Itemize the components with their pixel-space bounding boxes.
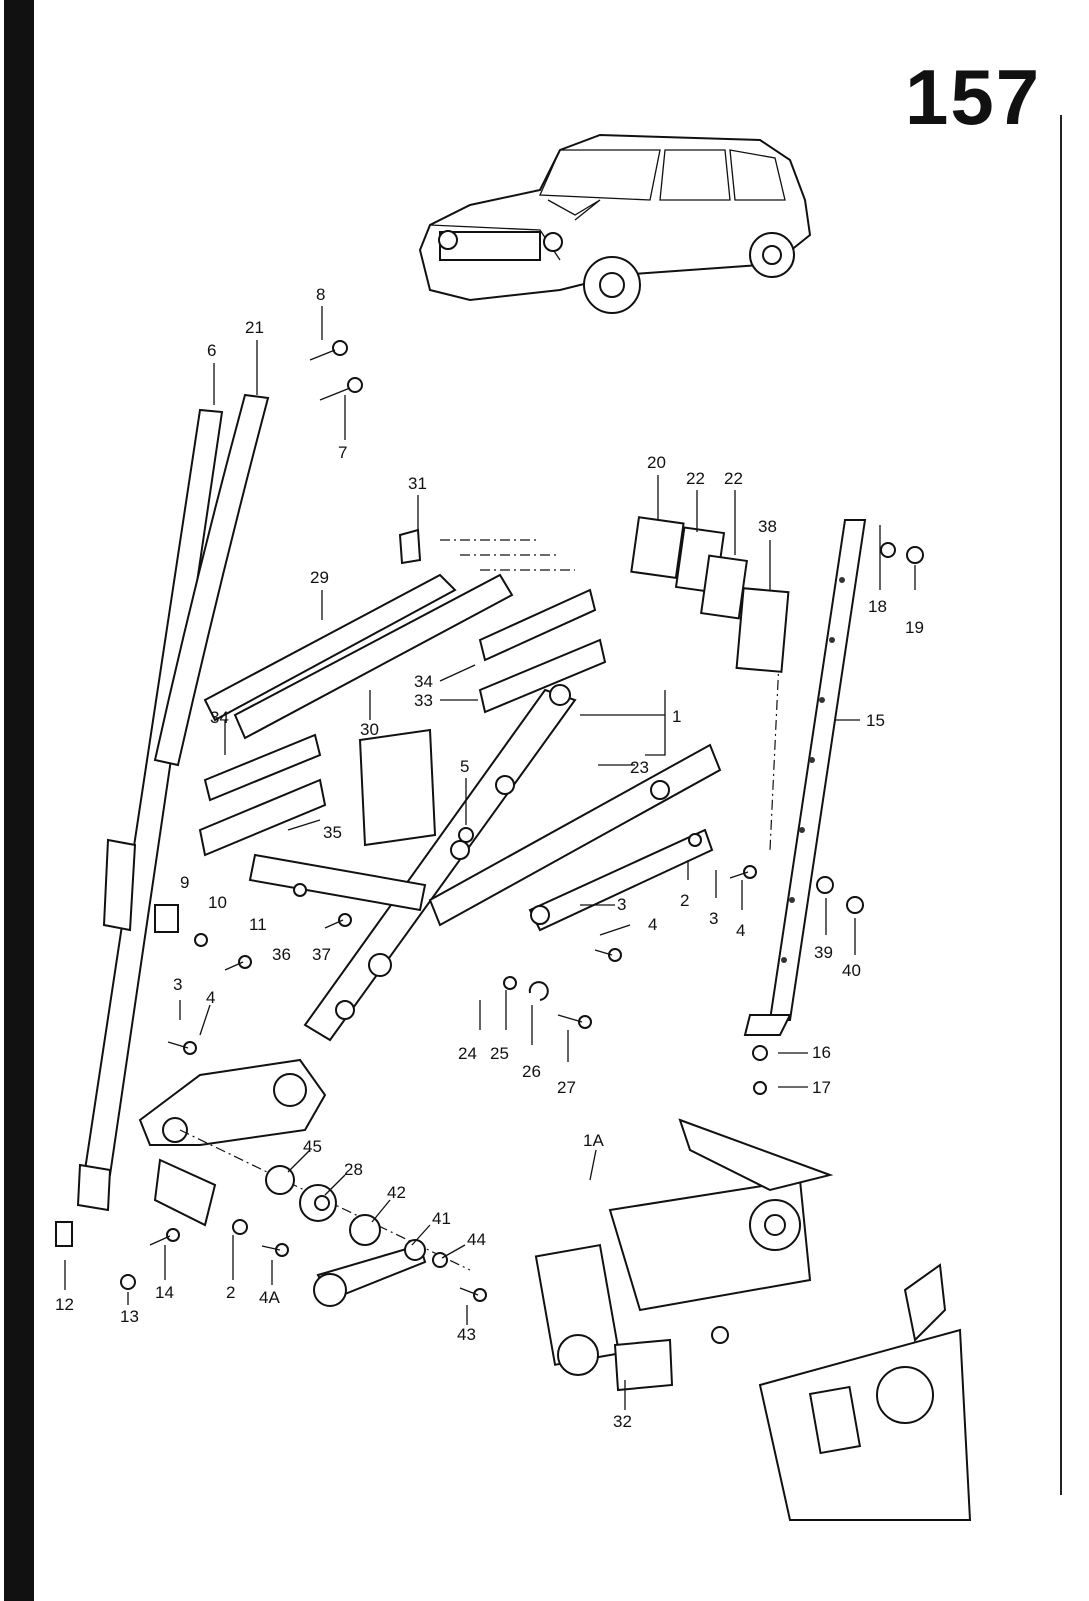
callout: 12: [55, 1295, 74, 1314]
callout: 10: [208, 893, 227, 912]
callout: 20: [647, 453, 666, 472]
callout: 26: [522, 1062, 541, 1081]
callout: 21: [245, 318, 264, 337]
callout: 3: [617, 895, 626, 914]
callout: 4: [736, 921, 745, 940]
callout: 3: [709, 909, 718, 928]
regulator-arm: [303, 684, 577, 1042]
callout: 15: [866, 711, 885, 730]
callout: 41: [432, 1209, 451, 1228]
callout: 19: [905, 618, 924, 637]
callout: 4A: [259, 1288, 280, 1307]
callout: 4: [648, 915, 657, 934]
callout: 44: [467, 1230, 486, 1249]
callout: 34: [210, 708, 229, 727]
callout: 7: [338, 443, 347, 462]
callout: 2: [680, 891, 689, 910]
callout: 34: [414, 672, 433, 691]
callout: 14: [155, 1283, 174, 1302]
callout: 40: [842, 961, 861, 980]
callout: 8: [316, 285, 325, 304]
callout: 16: [812, 1043, 831, 1062]
callout: 28: [344, 1160, 363, 1179]
callout: 18: [868, 597, 887, 616]
scan-edge-left: [4, 0, 34, 1601]
callout: 1: [672, 707, 681, 726]
glass-channel-strips: [203, 528, 575, 740]
callout: 42: [387, 1183, 406, 1202]
callout: 27: [557, 1078, 576, 1097]
regulator-cross-arm: [428, 743, 722, 932]
callout: 6: [207, 341, 216, 360]
scan-edge-right: [1060, 115, 1062, 1495]
callout: 29: [310, 568, 329, 587]
handle-assembly: [179, 1129, 471, 1307]
callout: 2: [226, 1283, 235, 1302]
callout: 25: [490, 1044, 509, 1063]
callout: 11: [249, 915, 267, 934]
callout: 30: [360, 720, 379, 739]
slider-blocks: [198, 588, 607, 857]
door-inner-panel: [758, 1263, 972, 1521]
callout: 17: [812, 1078, 831, 1097]
window-guide-rail: [76, 393, 270, 1212]
callout: 3: [173, 975, 182, 994]
callout: 33: [414, 691, 433, 710]
callout: 31: [408, 474, 427, 493]
fasteners: [55, 340, 924, 1302]
motor-regulator-module: [534, 1118, 834, 1392]
front-guide-channel: [743, 519, 867, 1036]
callout: 13: [120, 1307, 139, 1326]
callout: 24: [458, 1044, 477, 1063]
callout: 36: [272, 945, 291, 964]
callout: 38: [758, 517, 777, 536]
callout: 22: [686, 469, 705, 488]
callout: 5: [460, 757, 469, 776]
callout: 32: [613, 1412, 632, 1431]
callout: 37: [312, 945, 331, 964]
page-number: 157: [905, 53, 1042, 141]
regulator-gear-plate: [138, 1058, 327, 1227]
callout: 43: [457, 1325, 476, 1344]
callout: 39: [814, 943, 833, 962]
callout: 35: [323, 823, 342, 842]
callout: 9: [180, 873, 189, 892]
mounting-pads: [630, 516, 790, 673]
callout: 1A: [583, 1131, 604, 1150]
car-illustration: [418, 133, 812, 314]
leader-lines: [64, 306, 916, 1410]
support-bar: [248, 728, 437, 912]
callout: 22: [724, 469, 743, 488]
callout: 23: [630, 758, 649, 777]
callouts: 8 21 6 7 31 20 22 22 38 29 34 33 30 34 5…: [55, 285, 924, 1431]
callout: 4: [206, 988, 215, 1007]
callout: 45: [303, 1137, 322, 1156]
